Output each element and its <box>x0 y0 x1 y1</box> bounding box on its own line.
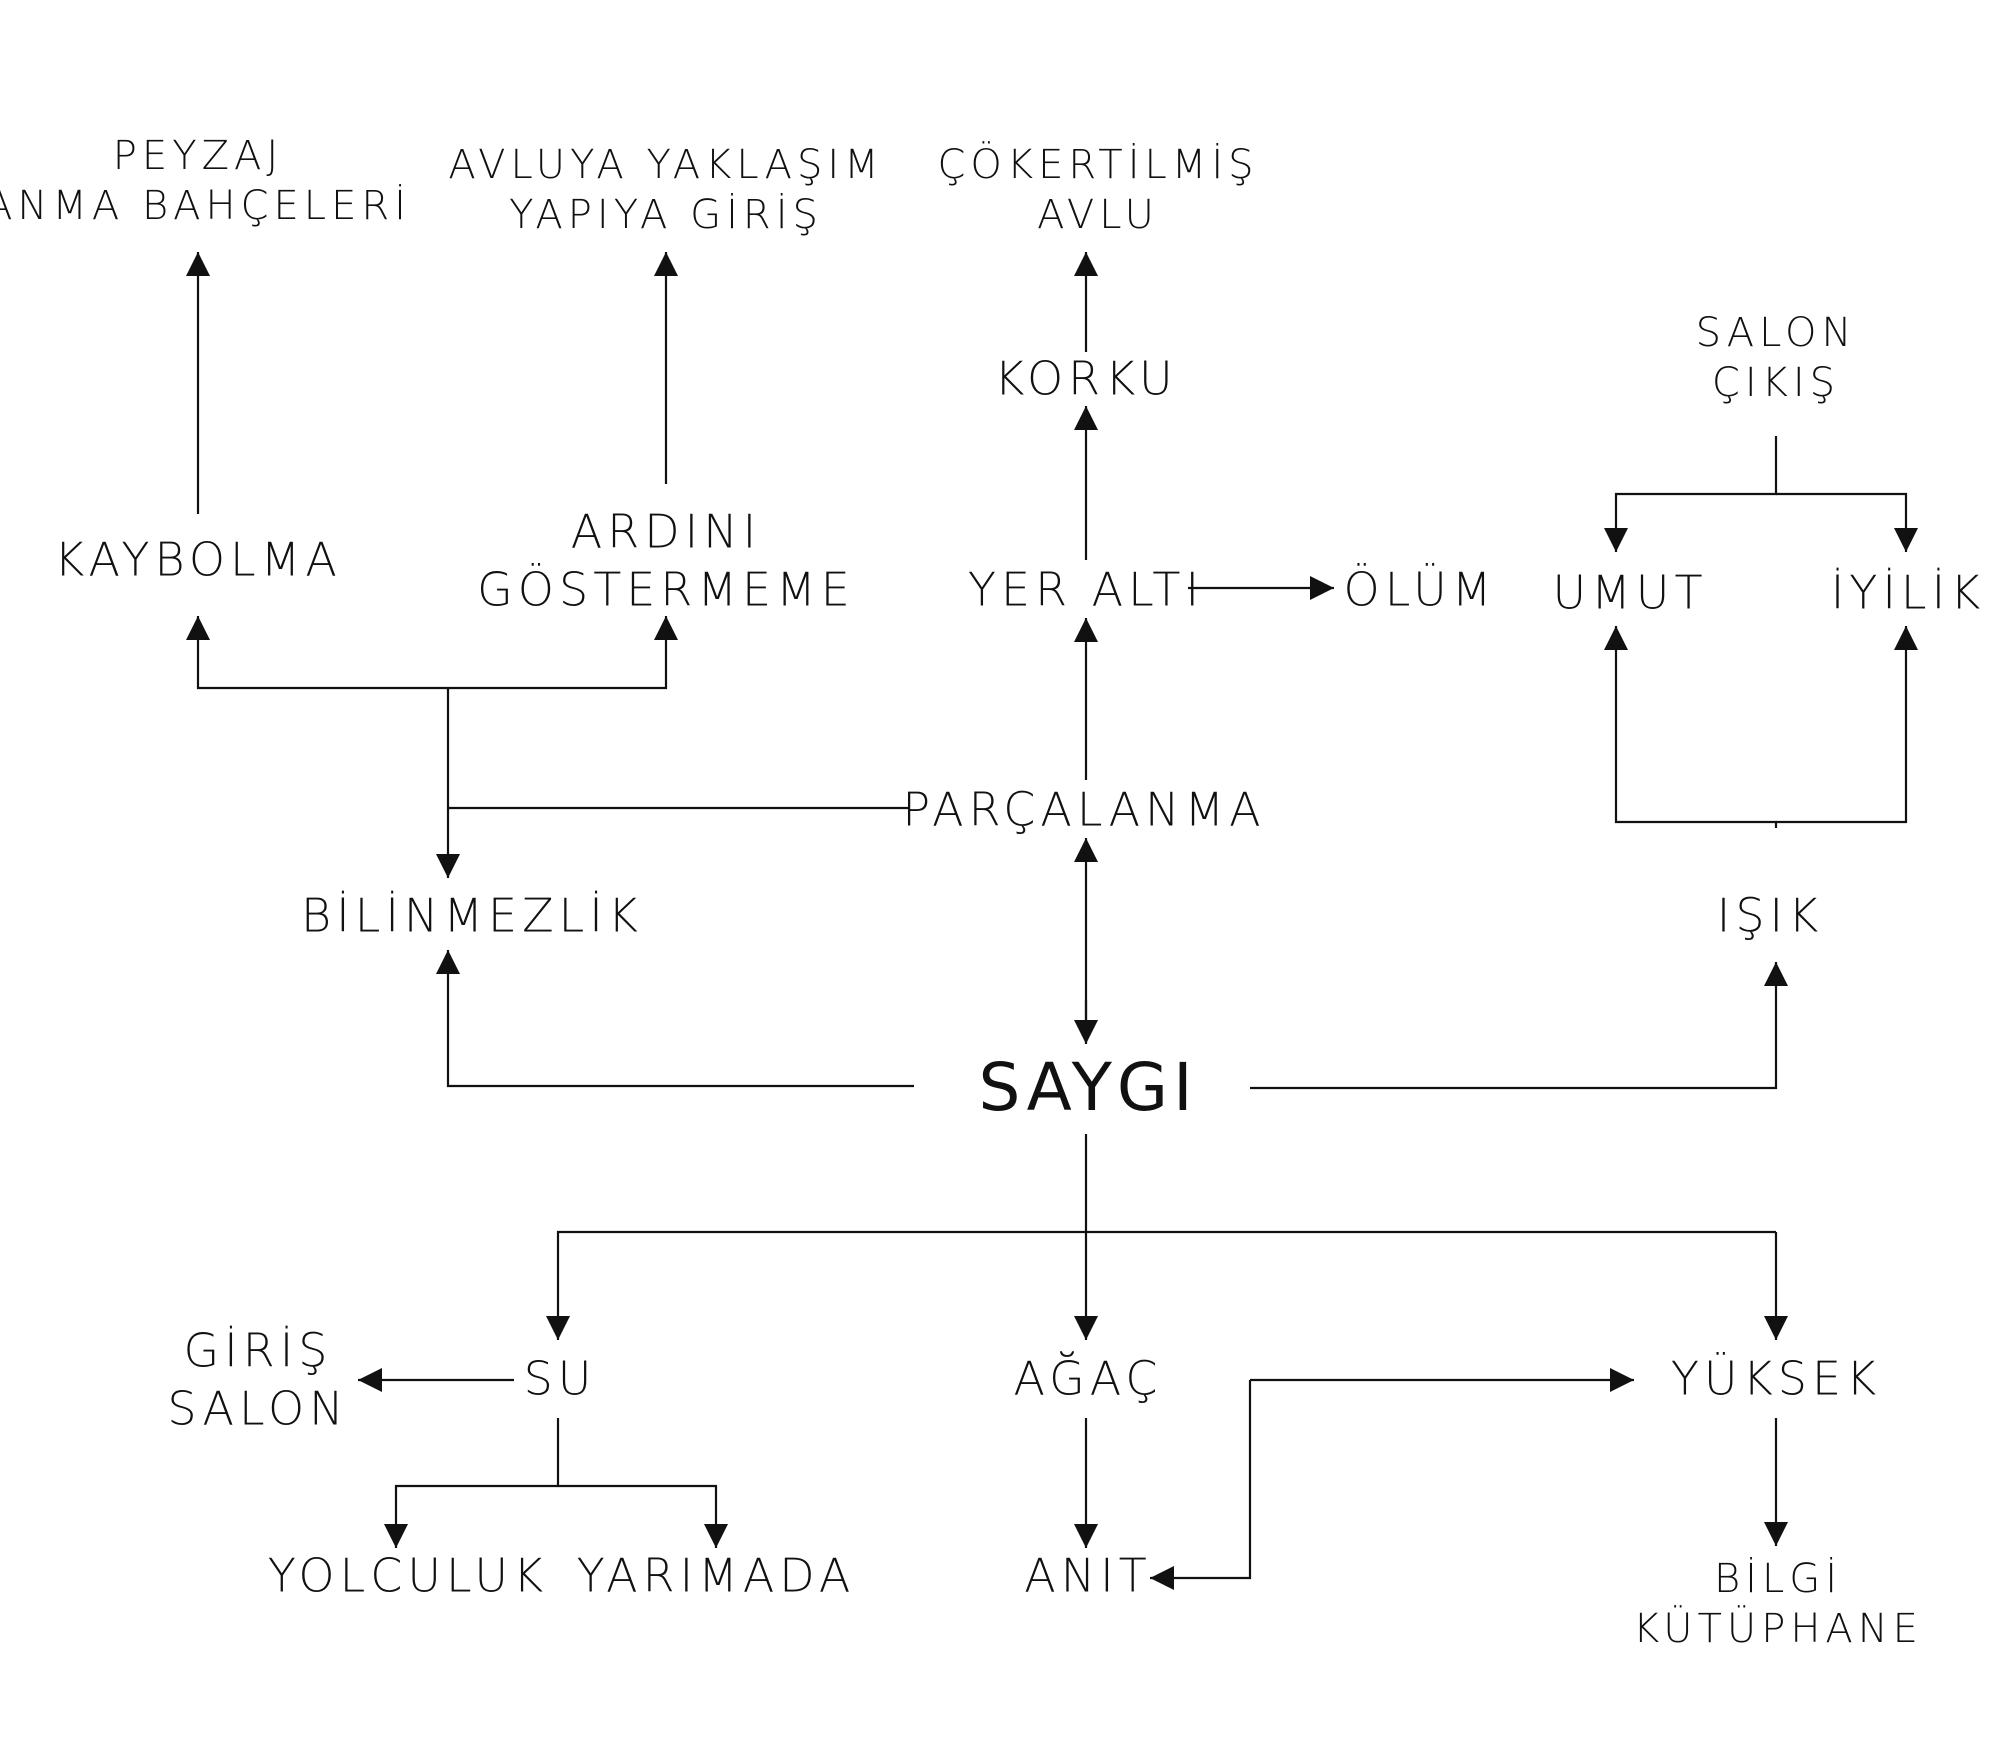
node-kaybolma-line-1: KAYBOLMA <box>54 532 342 587</box>
node-su-line-1: SU <box>523 1351 597 1406</box>
node-ardini: ARDINI GÖSTERMEME <box>477 504 855 619</box>
node-yolculuk: YOLCULUK <box>268 1547 548 1605</box>
edge-saygi-bilinmezlik <box>436 950 914 1088</box>
node-olum: ÖLÜM <box>1344 561 1497 619</box>
node-agac: AĞAÇ <box>1013 1350 1162 1408</box>
edge-su-yolculuk <box>384 1418 560 1548</box>
node-avluya: AVLUYA YAKLAŞIM YAPIYA GİRİŞ <box>448 140 883 240</box>
node-bilinmezlik: BİLİNMEZLİK <box>301 887 643 945</box>
node-bilgi-line-1: BİLGİ <box>1713 1556 1843 1602</box>
node-bilinmezlik-line-1: BİLİNMEZLİK <box>301 888 643 943</box>
node-ardini-line-1: ARDINI <box>570 504 762 559</box>
node-salon-cikis: SALON ÇIKIŞ <box>1696 308 1857 408</box>
node-peyzaj-line-1: PEYZAJ <box>112 133 284 179</box>
node-avluya-line-2: YAPIYA GİRİŞ <box>509 192 823 238</box>
node-yer-alti: YER ALTI <box>968 561 1204 619</box>
edge-isik-iyilik <box>1776 626 1918 824</box>
node-parcalanma-line-1: PARÇALANMA <box>902 782 1266 837</box>
node-giris-salon-line-1: GİRİŞ <box>183 1323 333 1378</box>
node-anit-line-1: ANIT <box>1024 1548 1152 1603</box>
edge-saygi-su <box>546 1230 1776 1340</box>
node-isik-line-1: IŞIK <box>1716 888 1824 943</box>
node-yarimada: YARIMADA <box>577 1547 856 1605</box>
node-cokertilmis: ÇÖKERTİLMİŞ AVLU <box>937 140 1258 240</box>
node-umut: UMUT <box>1552 564 1707 622</box>
edge-saloncikis-iyilik <box>1776 492 1918 552</box>
node-yuksek-line-1: YÜKSEK <box>1670 1351 1882 1406</box>
node-avluya-line-1: AVLUYA YAKLAŞIM <box>448 142 884 188</box>
node-salon-cikis-line-1: SALON <box>1695 310 1857 356</box>
node-saygi: SAYGI <box>978 1047 1197 1130</box>
node-anit: ANIT <box>1024 1547 1152 1605</box>
node-isik: IŞIK <box>1717 887 1824 945</box>
node-kaybolma: KAYBOLMA <box>54 531 342 589</box>
node-bilgi: BİLGİ KÜTÜPHANE <box>1633 1554 1923 1654</box>
node-olum-line-1: ÖLÜM <box>1343 562 1497 617</box>
node-ardini-line-2: GÖSTERMEME <box>477 562 855 616</box>
node-salon-cikis-line-2: ÇIKIŞ <box>1711 360 1841 406</box>
node-iyilik: İYİLİK <box>1831 564 1986 622</box>
node-su: SU <box>524 1350 597 1408</box>
node-agac-line-1: AĞAÇ <box>1013 1351 1163 1406</box>
edge-isik-umut <box>1604 626 1778 828</box>
node-korku-line-1: KORKU <box>994 351 1178 406</box>
edge-saloncikis-umut <box>1604 436 1778 552</box>
node-iyilik-line-1: İYİLİK <box>1830 565 1986 620</box>
edge-anit-yuksek <box>1150 1380 1252 1590</box>
edge-su-yarimada <box>558 1484 728 1548</box>
edge-junction-kaybolma <box>186 616 448 690</box>
node-saygi-line-1: SAYGI <box>978 1048 1198 1126</box>
node-yolculuk-line-1: YOLCULUK <box>267 1548 549 1603</box>
node-yarimada-line-1: YARIMADA <box>576 1548 856 1603</box>
node-parcalanma: PARÇALANMA <box>902 781 1265 839</box>
node-cokertilmis-line-2: AVLU <box>1037 192 1159 238</box>
node-yer-alti-line-1: YER ALTI <box>967 562 1205 617</box>
node-giris-salon: GİRİŞ SALON <box>167 1323 348 1438</box>
node-korku: KORKU <box>994 350 1177 408</box>
node-cokertilmis-line-1: ÇÖKERTİLMİŞ <box>937 142 1259 188</box>
node-giris-salon-line-2: SALON <box>167 1381 349 1435</box>
edge-junction-ardini <box>448 616 678 690</box>
node-bilgi-line-2: KÜTÜPHANE <box>1633 1606 1923 1652</box>
node-peyzaj: PEYZAJ ANMA BAHÇELERİ <box>0 131 411 231</box>
node-peyzaj-line-2: ANMA BAHÇELERİ <box>0 183 411 229</box>
node-yuksek: YÜKSEK <box>1671 1350 1881 1408</box>
edge-saygi-isik <box>1250 962 1788 1090</box>
node-umut-line-1: UMUT <box>1552 565 1708 620</box>
